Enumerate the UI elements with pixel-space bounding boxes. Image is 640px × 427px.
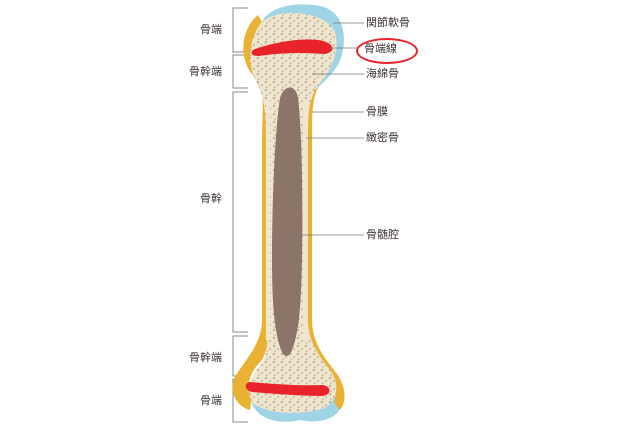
- epiphyseal-line-bottom: [245, 382, 330, 396]
- label-metaphysis-top: 骨幹端: [189, 65, 222, 78]
- label-periosteum: 骨膜: [366, 105, 388, 118]
- label-epiphysis-top: 骨端: [200, 23, 222, 36]
- label-epiphysis-bottom: 骨端: [200, 394, 222, 407]
- label-articular-cartilage: 関節軟骨: [366, 16, 410, 29]
- region-brackets: [232, 7, 248, 423]
- epiphyseal-line-top: [251, 39, 333, 56]
- label-compact-bone: 緻密骨: [366, 131, 399, 144]
- label-spongy-bone: 海綿骨: [366, 67, 399, 80]
- label-marrow-cavity: 骨髄腔: [366, 228, 399, 241]
- label-diaphysis: 骨幹: [200, 192, 222, 205]
- periosteum: [232, 15, 271, 410]
- marrow-cavity: [272, 87, 303, 356]
- highlight-circle: [356, 38, 418, 64]
- label-metaphysis-bottom: 骨幹端: [189, 351, 222, 364]
- leader-lines: [288, 22, 364, 236]
- label-epiphyseal-line: 骨端線: [364, 42, 397, 55]
